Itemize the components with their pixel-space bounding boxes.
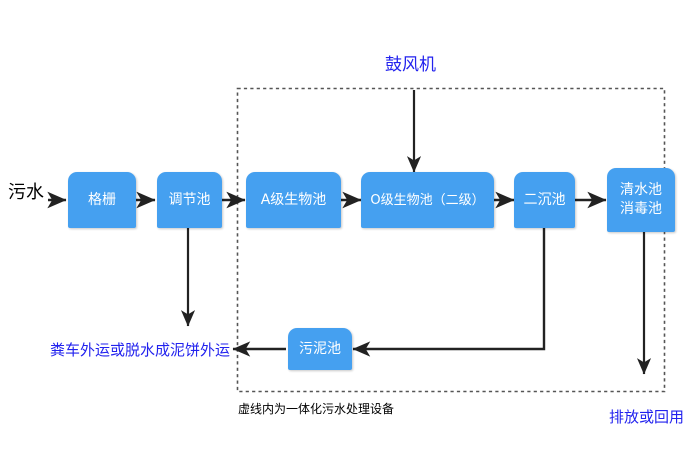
node-clearwater-tank-label-line1: 清水池 xyxy=(620,182,662,198)
node-regulating-tank-label: 调节池 xyxy=(168,191,211,208)
discharge-reuse-label-text: 排放或回用 xyxy=(609,408,685,426)
node-a-stage-bio-tank[interactable]: A级生物池 xyxy=(246,172,341,228)
node-o-stage-bio-tank-label: O级生物池（二级） xyxy=(370,192,485,208)
node-sludge-tank-label: 污泥池 xyxy=(299,340,341,357)
node-grid-label: 格栅 xyxy=(88,191,116,208)
influent-label: 污水 xyxy=(8,178,44,204)
node-grid[interactable]: 格栅 xyxy=(68,172,136,228)
node-clearwater-disinfection-tank[interactable]: 清水池 消毒池 xyxy=(607,168,675,232)
blower-label: 鼓风机 xyxy=(385,50,436,75)
sludge-haul-out-label: 粪车外运或脱水成泥饼外运 xyxy=(50,339,230,360)
node-sludge-tank[interactable]: 污泥池 xyxy=(288,328,352,370)
boundary-caption: 虚线内为一体化污水处理设备 xyxy=(238,400,394,417)
discharge-reuse-label: 排放或回用 xyxy=(609,406,684,427)
node-o-stage-bio-tank[interactable]: O级生物池（二级） xyxy=(361,172,494,228)
boundary-caption-text: 虚线内为一体化污水处理设备 xyxy=(238,402,395,416)
blower-label-text: 鼓风机 xyxy=(385,55,436,75)
connector-secondary-settling-to-sludge-tank xyxy=(352,228,546,357)
node-clearwater-tank-label-line2: 消毒池 xyxy=(620,201,662,217)
integrated-equipment-boundary xyxy=(236,87,666,393)
node-regulating-tank[interactable]: 调节池 xyxy=(157,172,222,228)
sludge-haul-out-label-text: 粪车外运或脱水成泥饼外运 xyxy=(50,341,231,359)
influent-label-text: 污水 xyxy=(8,182,44,203)
node-secondary-settling-tank[interactable]: 二沉池 xyxy=(514,172,575,228)
node-secondary-settling-tank-label: 二沉池 xyxy=(523,191,566,208)
node-a-stage-bio-tank-label: A级生物池 xyxy=(260,191,327,208)
